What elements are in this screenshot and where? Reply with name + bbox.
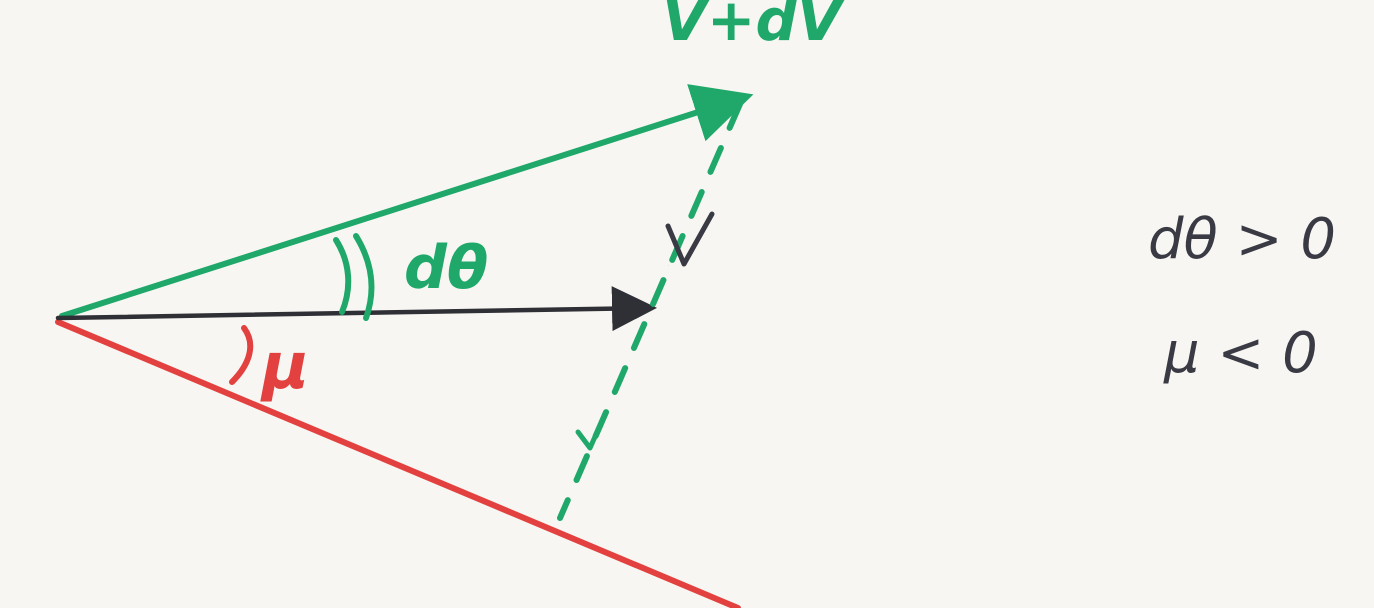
label-d-theta: dθ (404, 233, 488, 303)
mach-line (55, 319, 741, 608)
dtheta-arc-inner (333, 237, 352, 315)
condition-d-theta: dθ > 0 (1148, 207, 1336, 272)
velocity-vector (55, 286, 657, 332)
dashed-tick-1 (665, 211, 715, 267)
dashed-tick-2 (575, 409, 609, 451)
dv-dashed-line (557, 101, 743, 521)
label-v-plus-dv: V+dV (662, 0, 846, 54)
label-mu: μ (260, 330, 309, 404)
dtheta-arc-outer (353, 233, 375, 321)
mu-arc (229, 325, 254, 385)
velocity-plus-dv-vector (59, 84, 754, 319)
label-v: V (668, 265, 669, 267)
condition-mu: μ < 0 (1163, 321, 1318, 386)
